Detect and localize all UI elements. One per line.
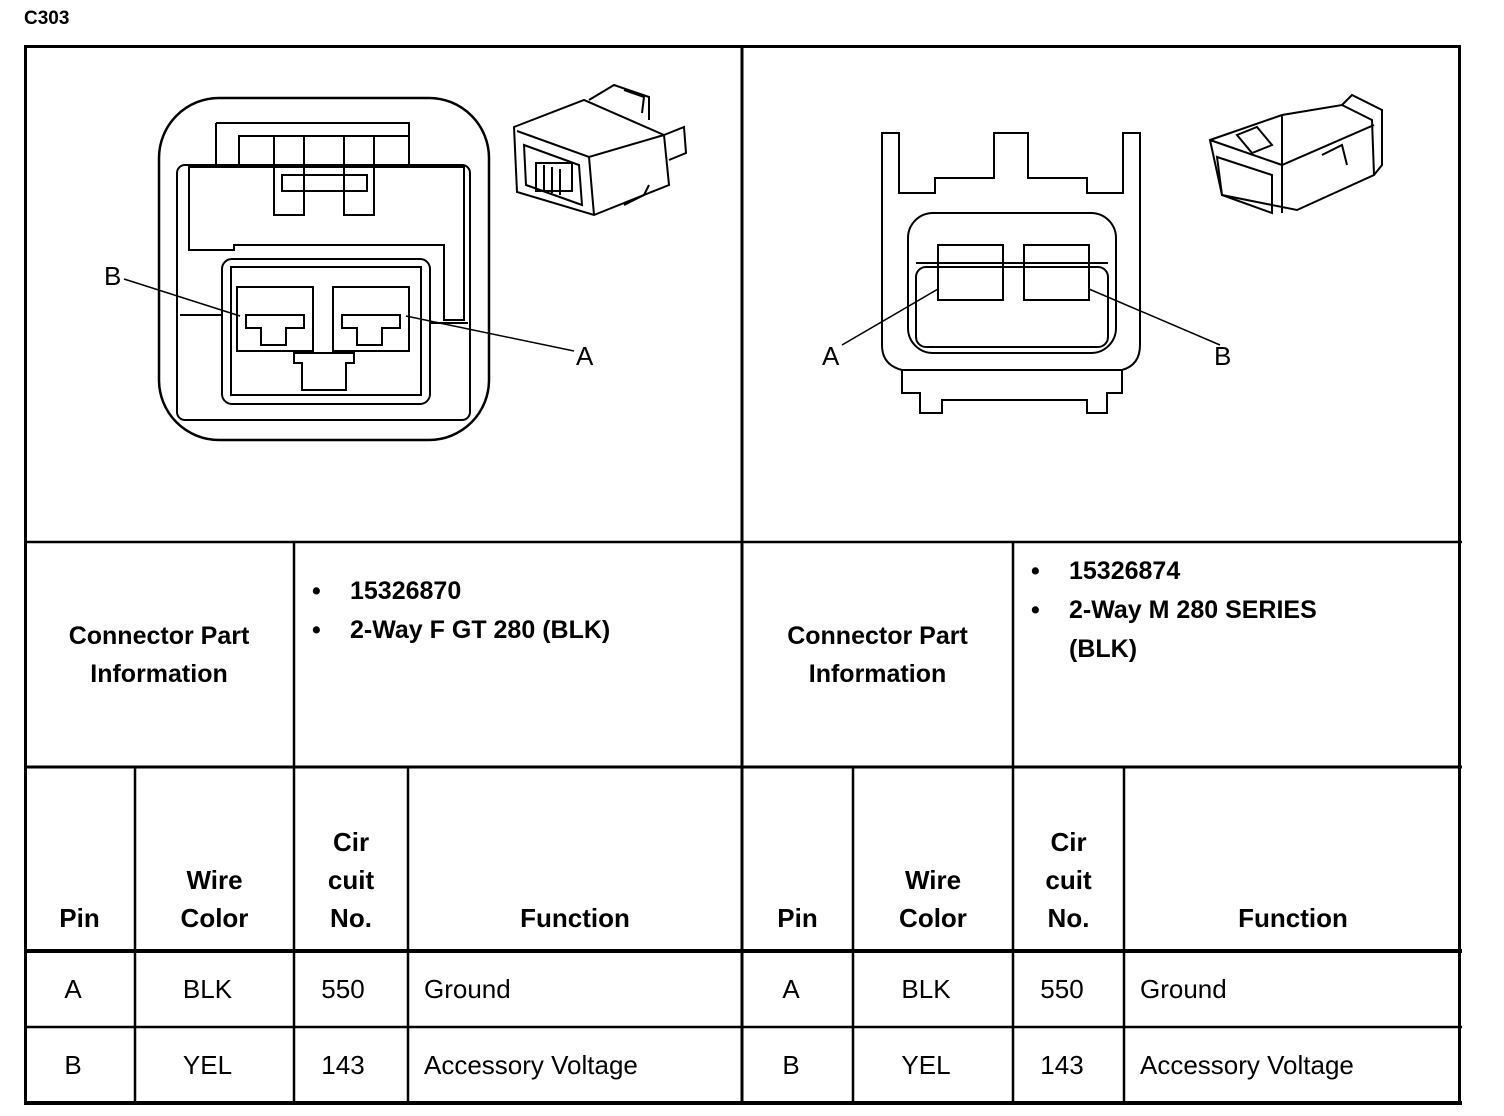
table-row-right-a-function: Ground	[1140, 973, 1227, 1004]
connector-part-info-label-right: Connector Part Information	[787, 621, 968, 688]
part-info-item: •15326870	[312, 577, 462, 605]
right-connector-face-view: A B	[822, 93, 1383, 414]
table-row-left-a-circuit: 550	[321, 973, 365, 1004]
connector-title: C303	[24, 8, 70, 29]
part-info-right: •15326874 •2-Way M 280 SERIES (BLK)	[1013, 542, 1462, 767]
pin-a-label-left: A	[576, 341, 594, 371]
table-row-right-b-function: Accessory Voltage	[1140, 1049, 1354, 1080]
pin-b-label-right: B	[1214, 341, 1231, 371]
table-row-right-a-color: BLK	[901, 973, 951, 1004]
table-row-left-b-pin: B	[64, 1049, 82, 1080]
part-info-item: •2-Way F GT 280 (BLK)	[312, 616, 611, 644]
connector-table: A B A B Connecto	[24, 45, 1462, 1107]
header-pin-left: Pin	[59, 903, 100, 933]
table-row-left-b-color: YEL	[182, 1049, 233, 1080]
pin-b-label-left: B	[104, 261, 121, 291]
part-info-left: •15326870 •2-Way F GT 280 (BLK)	[294, 542, 742, 767]
table-row-left-b-function: Accessory Voltage	[424, 1049, 638, 1080]
table-row-right-b-pin: B	[782, 1049, 800, 1080]
table-grid	[24, 45, 1462, 1105]
table-row-left-a-function: Ground	[424, 973, 511, 1004]
header-wire-color-left: Wire Color	[180, 865, 249, 933]
header-circuit-no-left: Cir cuit No.	[327, 827, 375, 933]
table-row-left-a-color: BLK	[182, 973, 233, 1004]
table-row-left-b-circuit: 143	[321, 1049, 365, 1080]
header-function-left: Function	[520, 903, 630, 933]
header-circuit-no-right: Cir cuit No.	[1045, 827, 1092, 933]
pin-a-label-right: A	[822, 341, 840, 371]
header-pin-right: Pin	[777, 903, 818, 933]
table-row-right-b-color: YEL	[901, 1049, 951, 1080]
header-function-right: Function	[1238, 903, 1348, 933]
left-connector-face-view: A B	[104, 83, 688, 442]
table-row-right-b-circuit: 143	[1040, 1049, 1084, 1080]
table-row-left-a-pin: A	[64, 973, 82, 1004]
connector-part-info-label-left: Connector Part Information	[68, 621, 250, 688]
table-row-right-a-circuit: 550	[1040, 973, 1084, 1004]
part-info-item: •15326874	[1031, 557, 1181, 585]
part-info-item: •2-Way M 280 SERIES (BLK)	[1031, 596, 1317, 663]
table-row-right-a-pin: A	[782, 973, 800, 1004]
header-wire-color-right: Wire Color	[899, 865, 967, 933]
